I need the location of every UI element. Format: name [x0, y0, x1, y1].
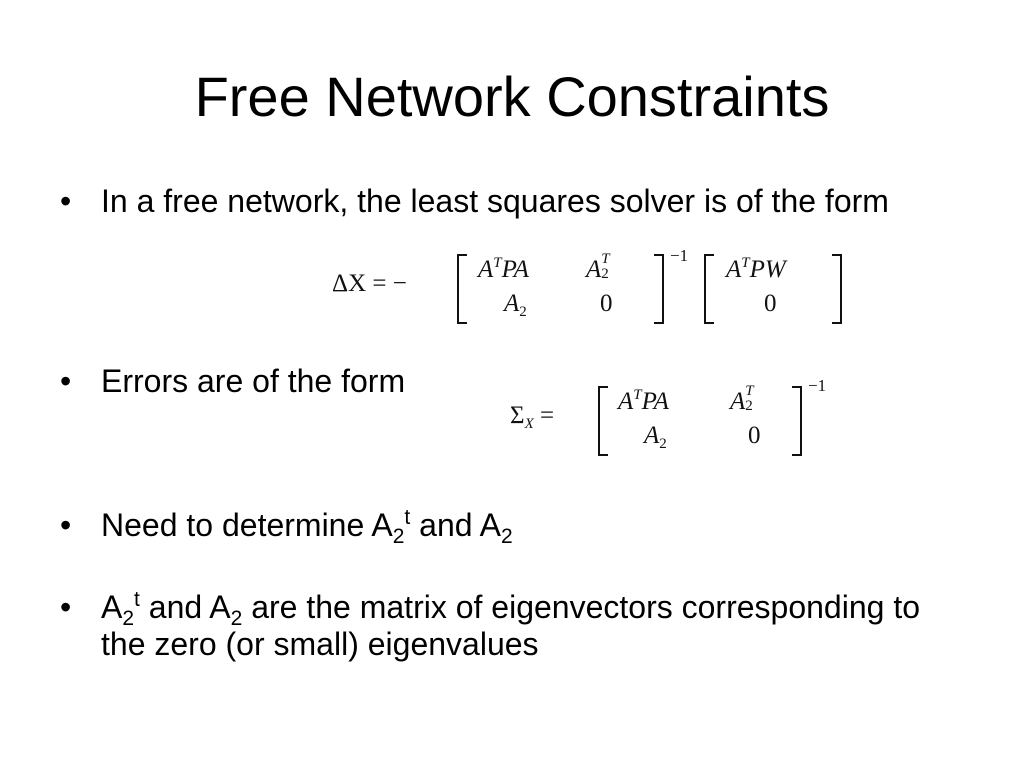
cell-zero: 0	[748, 422, 761, 449]
bullet-least-squares: • In a free network, the least squares s…	[60, 183, 980, 220]
cell-atpa: ATPA	[478, 255, 529, 284]
right-bracket	[832, 254, 842, 324]
cell-a2: A2	[644, 422, 667, 452]
slide-title: Free Network Constraints	[194, 65, 830, 128]
left-bracket	[457, 254, 467, 324]
bullet-marker: •	[60, 507, 72, 543]
inverse-exponent: −1	[670, 246, 689, 265]
bullet-marker: •	[60, 363, 72, 399]
bullet-text: Errors are of the form	[101, 363, 406, 399]
equation-lhs: ΔX = −	[332, 270, 407, 297]
left-bracket	[704, 254, 714, 324]
left-bracket	[598, 386, 608, 456]
equation-lhs: ΣX =	[510, 402, 555, 432]
inverse-exponent: −1	[808, 376, 827, 395]
cell-zero: 0	[600, 290, 613, 317]
bullet-marker: •	[60, 589, 72, 625]
right-bracket	[792, 386, 802, 456]
bullet-eigenvectors: • A2t and A2 are the matrix of eigenvect…	[60, 589, 980, 663]
bullet-text: A2t and A2 are the matrix of eigenvector…	[101, 588, 920, 662]
cell-a2: A2	[504, 290, 527, 320]
matrix-rhs: ATPW 0	[720, 250, 840, 326]
right-bracket	[654, 254, 664, 324]
bullet-marker: •	[60, 183, 72, 219]
bullet-text: Need to determine A2t and A2	[101, 506, 513, 548]
bullet-text: In a free network, the least squares sol…	[101, 183, 889, 219]
cell-atpa: ATPA	[618, 387, 669, 416]
bullet-determine: • Need to determine A2t and A2	[60, 506, 980, 548]
bullet-errors: • Errors are of the form	[60, 363, 500, 400]
cell-atpw: ATPW	[726, 255, 786, 284]
cell-zero: 0	[764, 290, 777, 317]
